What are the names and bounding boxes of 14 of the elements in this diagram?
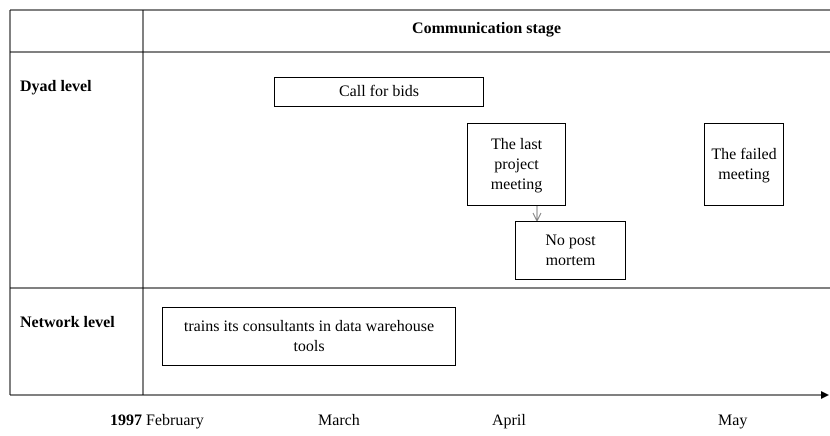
month-label: May [718,412,748,429]
month-label: April [492,412,526,429]
event-box: The failed meeting [704,123,784,206]
arrow [532,206,542,222]
event-box: No post mortem [515,221,626,280]
event-box: Call for bids [274,77,484,107]
row-header: Dyad level [20,78,92,95]
event-box: trains its consultants in data warehouse tools [162,307,456,366]
column-header: Communication stage [412,20,561,37]
event-box: The last project meeting [467,123,566,206]
row-header: Network level [20,314,115,331]
year-label: 1997 [110,412,142,429]
month-label: February [146,412,204,429]
month-label: March [318,412,360,429]
